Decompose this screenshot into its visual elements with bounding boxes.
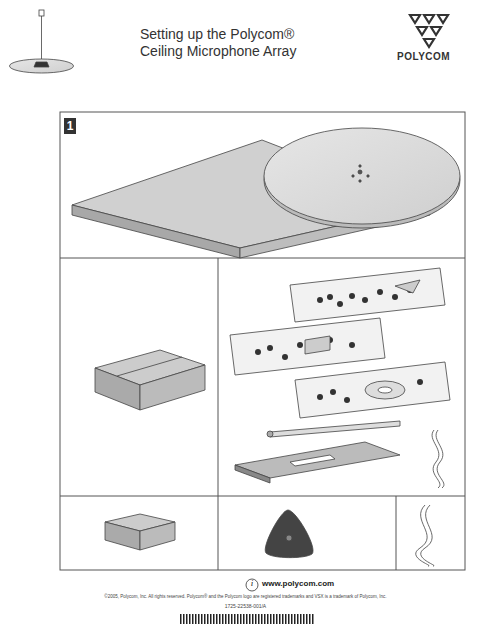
brand-logo: POLYCOM	[397, 51, 450, 62]
info-icon: i	[246, 578, 258, 588]
part-number: 1725-22538-001/A	[0, 603, 493, 609]
page-title: Setting up the Polycom® Ceiling Micropho…	[140, 26, 325, 60]
website: www.polycom.com	[262, 579, 334, 588]
copyright-note: ©2005, Polycom, Inc. All rights reserved…	[0, 594, 493, 599]
step-number: 1	[64, 119, 76, 133]
